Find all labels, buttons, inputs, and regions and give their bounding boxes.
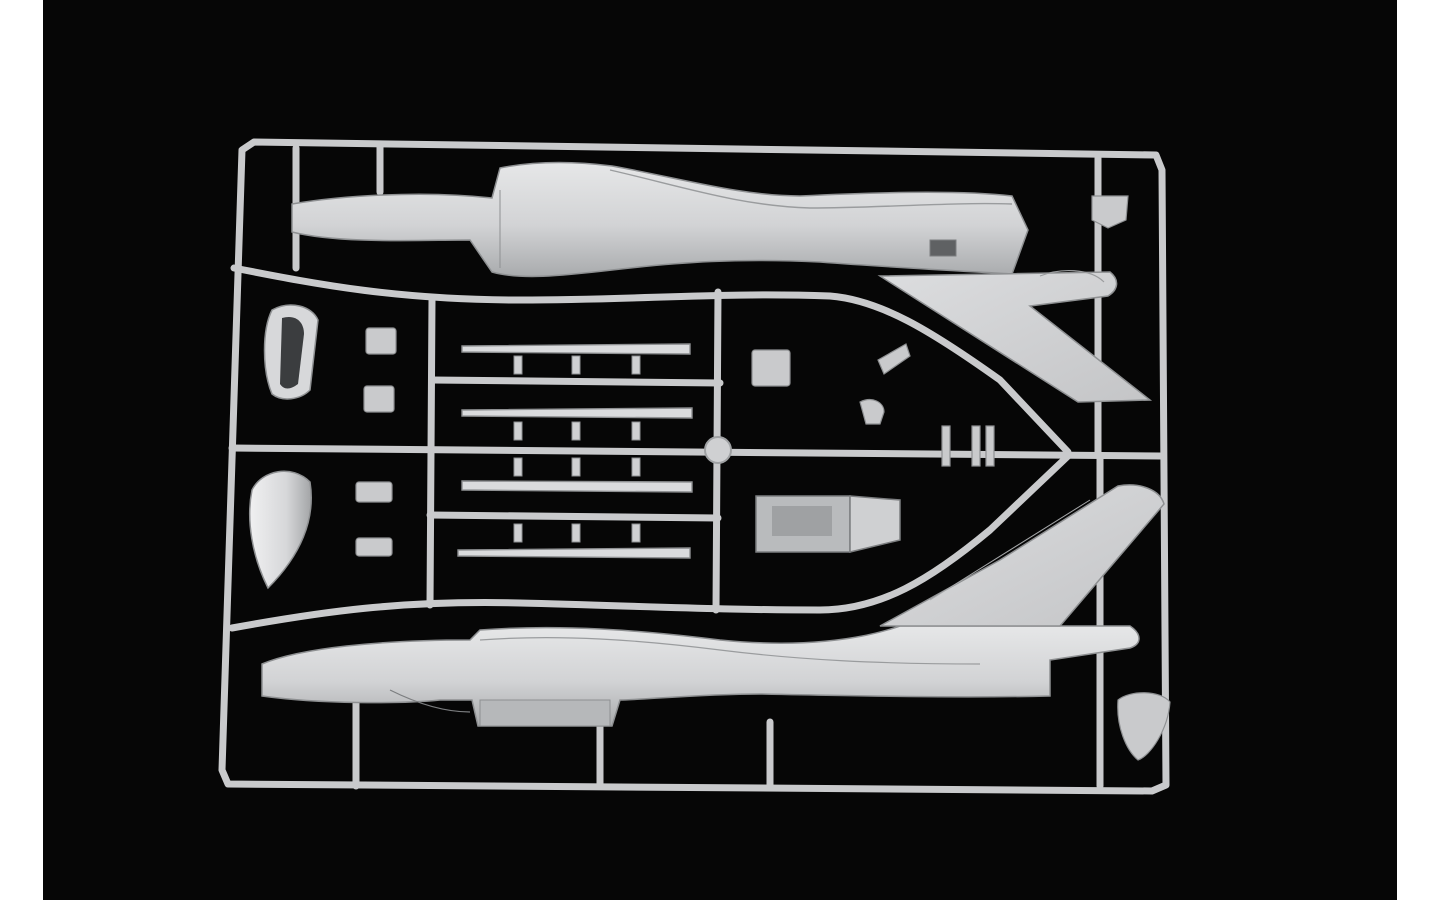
runner-lower-curve bbox=[228, 452, 1072, 632]
runner-middle bbox=[228, 444, 1164, 460]
missile-3 bbox=[461, 480, 693, 493]
product-photo bbox=[43, 0, 1397, 900]
fuselage-lower-half bbox=[261, 484, 1165, 727]
part-seat bbox=[751, 349, 791, 387]
part-strut bbox=[877, 343, 911, 375]
part-bracket-4 bbox=[355, 537, 393, 557]
small-parts-right bbox=[751, 195, 1171, 761]
runner-row-1 bbox=[428, 376, 724, 387]
part-wheel-door-1 bbox=[941, 425, 951, 467]
part-bracket-2 bbox=[363, 385, 395, 413]
missile-2 bbox=[461, 407, 693, 419]
canopy-frame bbox=[263, 304, 319, 400]
part-shield bbox=[1117, 692, 1171, 761]
runner-upper-curve bbox=[230, 264, 1072, 456]
part-bracket-1 bbox=[365, 327, 397, 355]
nose-cone bbox=[248, 470, 312, 590]
small-parts-left bbox=[355, 327, 397, 557]
missile-4 bbox=[457, 547, 691, 559]
sprue-outer-frame bbox=[218, 138, 1170, 795]
part-wheel-door-2 bbox=[971, 425, 981, 467]
cockpit-tub bbox=[755, 495, 901, 553]
sprue-frame bbox=[218, 138, 1170, 795]
missile-parts bbox=[457, 343, 693, 559]
part-seat-top bbox=[1091, 195, 1129, 229]
part-gear-leg bbox=[859, 399, 885, 425]
missile-1 bbox=[461, 343, 691, 355]
part-wheel-door-3 bbox=[985, 425, 995, 467]
part-bracket-3 bbox=[355, 481, 393, 503]
missile-fins bbox=[513, 355, 641, 543]
sprue-illustration bbox=[218, 138, 1171, 795]
runner-vertical-left bbox=[426, 296, 436, 609]
sprue-gate-hub bbox=[704, 436, 732, 464]
fuselage-upper-half bbox=[291, 161, 1153, 403]
runner-row-2 bbox=[426, 511, 722, 522]
